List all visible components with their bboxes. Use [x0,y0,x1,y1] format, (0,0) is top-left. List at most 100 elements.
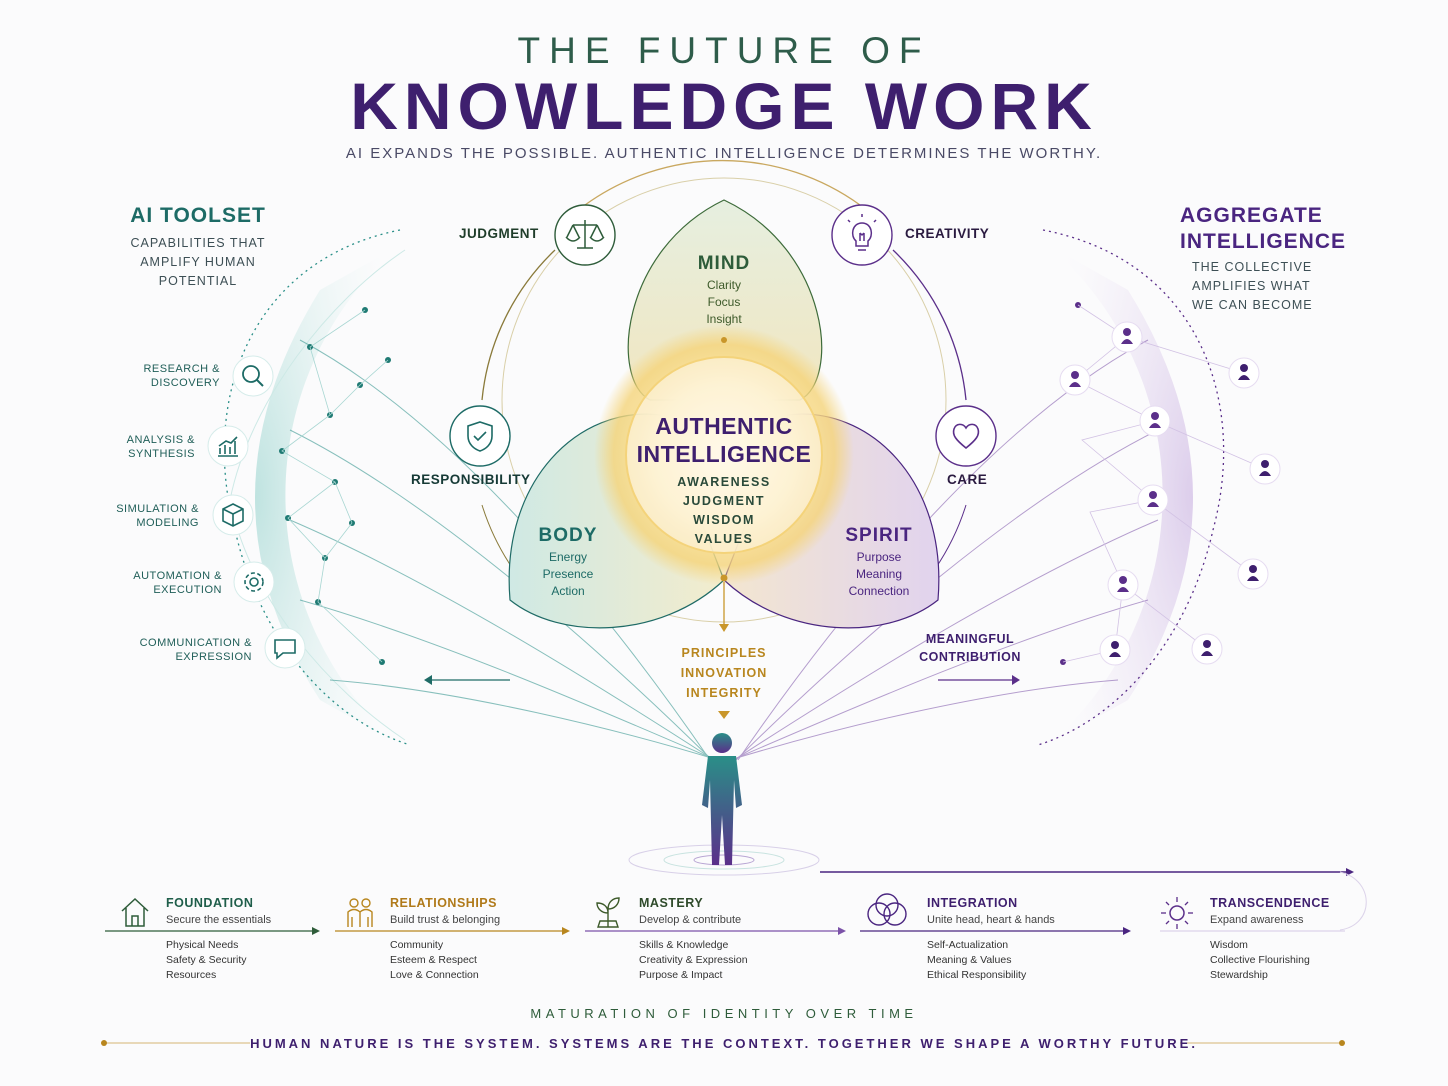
ai-toolset-fan [255,245,400,745]
stage-item: Meaning & Values [927,954,1012,966]
spirit-item: Purpose [856,550,902,564]
spirit-item: Connection [848,584,910,598]
spirit-item: Meaning [855,567,903,581]
principles-list: PRINCIPLES INNOVATION INTEGRITY [654,643,794,703]
aggregate-title-2: INTELLIGENCE [1180,230,1347,253]
center-item: JUDGMENT [682,494,766,508]
tool-label-line: MODELING [136,517,199,529]
mind-text: MIND Clarity Focus Insight [674,253,774,328]
ai-toolset-line: AMPLIFY HUMAN [140,255,256,269]
tool-label-line: AUTOMATION & [133,570,222,582]
tool-label-automation: AUTOMATION & EXECUTION [92,569,222,597]
cube-icon[interactable] [211,493,255,537]
stage-title: FOUNDATION [166,896,254,910]
mind-item: Clarity [706,278,741,292]
principle-item: INNOVATION [680,666,768,680]
meaningful-contribution: MEANINGFUL CONTRIBUTION [905,630,1035,666]
tool-label-line: COMMUNICATION & [139,637,252,649]
closing-statement: HUMAN NATURE IS THE SYSTEM. SYSTEMS ARE … [250,1036,1198,1051]
title-line-1: THE FUTURE OF [517,30,931,71]
chart-icon[interactable] [206,424,250,468]
aggregate-line: WE CAN BECOME [1192,298,1313,312]
lightbulb-icon[interactable] [830,203,894,267]
tool-label-line: EXPRESSION [175,651,252,663]
ai-toolset-line: POTENTIAL [158,274,238,288]
person-icon [1111,321,1143,353]
stage-subtitle: Unite head, heart & hands [927,914,1055,926]
stage-title: MASTERY [639,896,704,910]
page-title: KNOWLEDGE WORK [350,69,1098,143]
people-icon [347,898,373,927]
care-label: CARE [947,472,988,487]
tool-label-analysis: ANALYSIS & SYNTHESIS [65,433,195,461]
aggregate-heading: AGGREGATE INTELLIGENCE THE COLLECTIVE AM… [1180,204,1380,315]
stage-subtitle: Secure the essentials [166,914,272,926]
tool-label-line: ANALYSIS & [126,434,195,446]
responsibility-label: RESPONSIBILITY [411,472,531,487]
stage-item: Physical Needs [166,939,239,951]
authentic-intelligence: AUTHENTIC INTELLIGENCE AWARENESS JUDGMEN… [604,413,844,549]
stage-relationships: RELATIONSHIPS Build trust & belonging Co… [390,896,565,983]
principle-item: PRINCIPLES [681,646,767,660]
tool-label-simulation: SIMULATION & MODELING [69,502,199,530]
heart-icon[interactable] [934,404,998,468]
maturation-caption: MATURATION OF IDENTITY OVER TIME [530,1006,918,1021]
mind-item: Focus [707,295,741,309]
center-item: AWARENESS [677,475,771,489]
human-figure-icon [628,733,820,876]
stage-item: Stewardship [1210,969,1268,981]
stage-title: TRANSCENDENCE [1210,896,1330,910]
center-title-2: INTELLIGENCE [636,441,812,467]
tagline: AI EXPANDS THE POSSIBLE. AUTHENTIC INTEL… [345,145,1103,162]
mind-title: MIND [697,253,751,274]
stage-item: Skills & Knowledge [639,939,729,951]
search-icon[interactable] [231,354,275,398]
aggregate-line: THE COLLECTIVE [1192,260,1313,274]
aggregate-fan [1048,245,1193,745]
body-item: Energy [548,550,588,564]
house-icon [121,897,149,927]
gear-icon[interactable] [232,560,276,604]
stage-integration: INTEGRATION Unite head, heart & hands Se… [927,896,1117,983]
ai-toolset-line: CAPABILITIES THAT [130,236,266,250]
chat-icon[interactable] [263,626,307,670]
stage-subtitle: Develop & contribute [639,914,742,926]
tool-label-line: EXECUTION [153,584,222,596]
creativity-label: CREATIVITY [905,226,990,241]
collective-network [1059,321,1281,666]
scales-icon[interactable] [553,203,617,267]
center-item: VALUES [694,532,754,546]
spirit-title: SPIRIT [845,525,913,546]
body-title: BODY [538,525,598,546]
body-item: Presence [542,567,594,581]
stage-item: Wisdom [1210,939,1248,951]
stage-item: Self-Actualization [927,939,1009,951]
tool-label-line: SIMULATION & [116,503,199,515]
contribution-line: MEANINGFUL [925,632,1015,646]
tool-label-line: DISCOVERY [150,377,220,389]
body-text: BODY Energy Presence Action [518,525,618,600]
stage-title: INTEGRATION [927,896,1018,910]
tool-label-research: RESEARCH & DISCOVERY [90,362,220,390]
stage-item: Resources [166,969,217,981]
tool-label-line: SYNTHESIS [128,448,195,460]
aggregate-line: AMPLIFIES WHAT [1192,279,1311,293]
stage-item: Safety & Security [166,954,247,966]
stage-foundation: FOUNDATION Secure the essentials Physica… [166,896,326,983]
ai-toolset-title: AI TOOLSET [130,204,266,227]
circles-icon [867,893,907,926]
contribution-line: CONTRIBUTION [919,650,1021,664]
stage-title: RELATIONSHIPS [390,896,497,910]
mind-item: Insight [706,312,742,326]
spirit-text: SPIRIT Purpose Meaning Connection [829,525,929,600]
stage-item: Ethical Responsibility [927,969,1027,981]
shield-icon[interactable] [448,404,512,468]
stage-item: Creativity & Expression [639,954,748,966]
center-title-1: AUTHENTIC [655,413,793,439]
stage-item: Purpose & Impact [639,969,723,981]
stage-item: Esteem & Respect [390,954,477,966]
body-item: Action [551,584,585,598]
stage-transcendence: TRANSCENDENCE Expand awareness Wisdom Co… [1210,896,1360,983]
stage-subtitle: Expand awareness [1210,914,1304,926]
